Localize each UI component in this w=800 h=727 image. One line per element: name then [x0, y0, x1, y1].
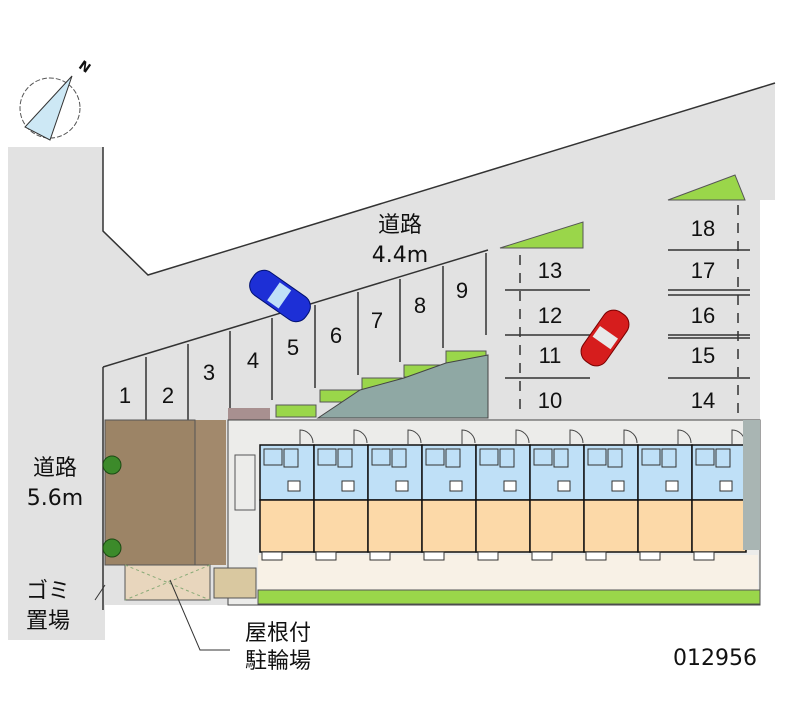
road-west-width: 5.6m — [27, 486, 83, 511]
south-planting — [257, 589, 761, 605]
parking-space-10: 10 — [538, 388, 562, 413]
road-edge — [102, 82, 776, 276]
parking-space-17: 17 — [691, 258, 715, 283]
road-north-name: 道路 — [378, 213, 422, 238]
parking-space-3: 3 — [203, 360, 215, 385]
car-icon-red — [580, 309, 630, 367]
parking-space-5: 5 — [287, 335, 299, 360]
apartment-unit — [691, 429, 747, 561]
leader-line — [94, 584, 106, 601]
planting — [275, 404, 317, 418]
garbage-label: ゴミ — [26, 579, 70, 604]
parking-dividers — [105, 205, 750, 433]
walkway — [316, 354, 489, 419]
apartment-unit — [259, 429, 315, 561]
apartment-unit — [313, 429, 369, 561]
leader-line — [169, 579, 230, 651]
end-wall — [743, 420, 760, 550]
property-code: 012956 — [673, 646, 757, 671]
parking-space-11: 11 — [539, 343, 562, 368]
parking-space-14: 14 — [691, 388, 715, 413]
parking-space-13: 13 — [538, 258, 562, 283]
parking-space-15: 15 — [691, 343, 715, 368]
brick-area — [190, 420, 226, 565]
planting — [499, 221, 584, 249]
bike-parking — [124, 564, 211, 601]
south-yard — [258, 555, 758, 590]
bike-parking-label: 屋根付 — [245, 621, 311, 646]
car-icon-blue — [249, 269, 311, 323]
tree-icon — [102, 538, 122, 558]
apartment-unit — [367, 429, 423, 561]
parking-space-9: 9 — [456, 278, 468, 303]
apartment-unit — [583, 429, 639, 561]
compass-icon: N — [19, 58, 93, 141]
planting — [667, 174, 746, 201]
parking-space-2: 2 — [162, 383, 174, 408]
parking-space-1: 1 — [119, 383, 131, 408]
units — [259, 429, 747, 561]
parking-space-7: 7 — [371, 308, 383, 333]
parking-space-12: 12 — [538, 303, 562, 328]
road-west-name: 道路 — [33, 456, 77, 481]
brick-area — [104, 419, 196, 566]
road-north-width: 4.4m — [372, 243, 428, 268]
apartment-unit — [475, 429, 531, 561]
stairs — [234, 454, 256, 511]
parking-space-6: 6 — [330, 323, 342, 348]
garbage-label: 置場 — [26, 609, 70, 634]
parking-space-18: 18 — [691, 216, 715, 241]
apartment-unit — [421, 429, 477, 561]
bike-parking-label: 駐輪場 — [245, 649, 311, 674]
north-label: N — [75, 58, 93, 77]
garbage-area — [213, 567, 257, 599]
parking-space-8: 8 — [414, 293, 426, 318]
tree-icon — [102, 455, 122, 475]
roof-strip — [228, 408, 270, 420]
parking-space-16: 16 — [691, 303, 715, 328]
parking-space-4: 4 — [247, 348, 259, 373]
apartment-unit — [637, 429, 693, 561]
apartment-unit — [529, 429, 585, 561]
